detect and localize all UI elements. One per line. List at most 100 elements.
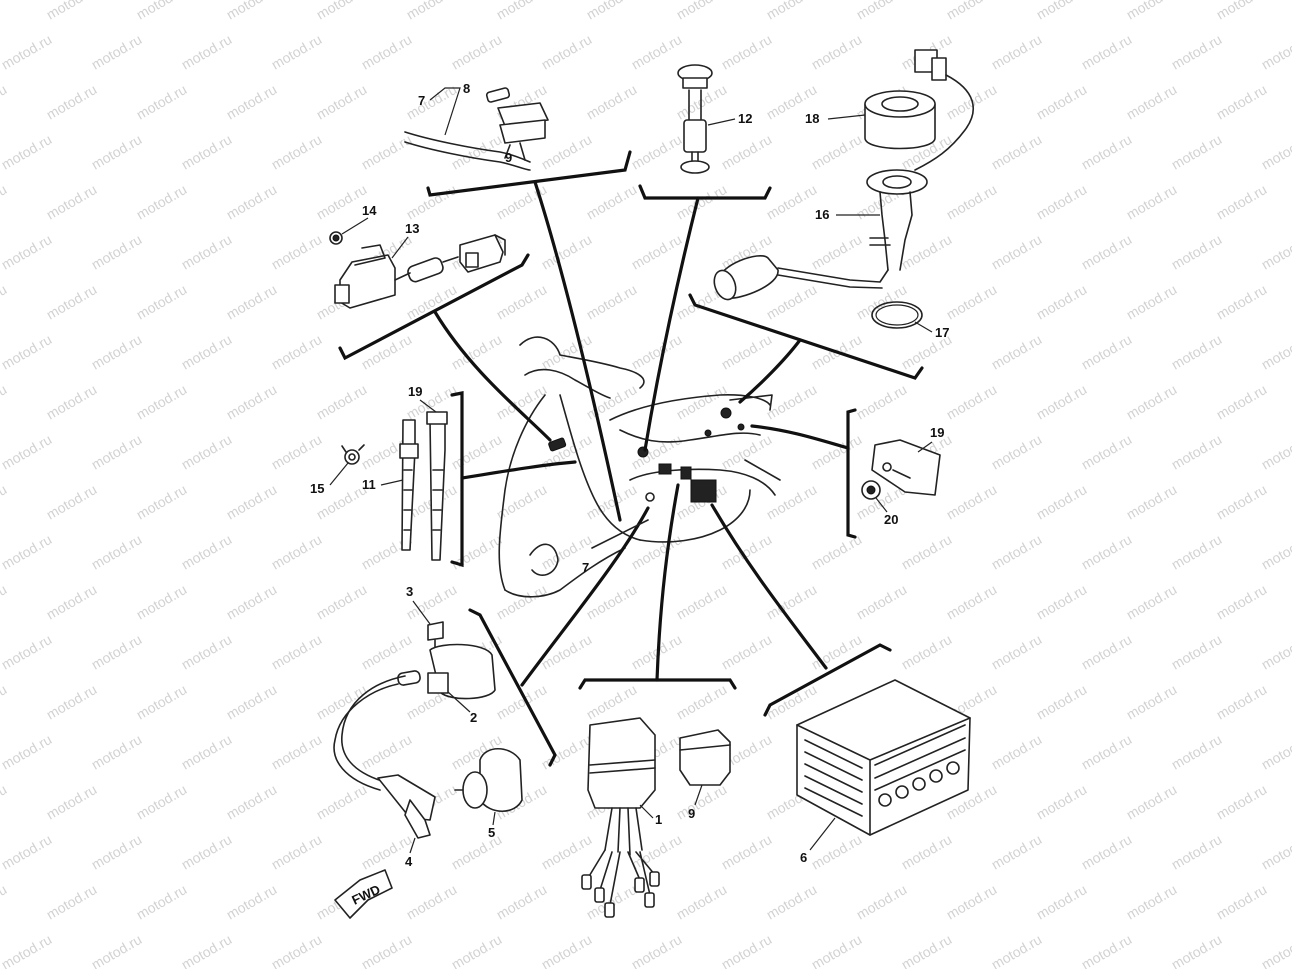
watermark-text: motod.ru [674, 381, 730, 422]
watermark-text: motod.ru [1034, 481, 1090, 522]
watermark-text: motod.ru [134, 581, 190, 622]
watermark-text: motod.ru [1169, 131, 1225, 172]
watermark-text: motod.ru [44, 481, 100, 522]
cdi-unit-part [581, 717, 731, 918]
watermark-text: motod.ru [719, 631, 775, 672]
watermark-text: motod.ru [179, 31, 235, 72]
watermark-text: motod.ru [269, 831, 325, 872]
label-part-19-left: 19 [408, 384, 422, 399]
watermark-text: motod.ru [944, 481, 1000, 522]
watermark-text: motod.ru [44, 281, 100, 322]
watermark-text: motod.ru [809, 31, 865, 72]
watermark-text: motod.ru [1214, 181, 1270, 222]
watermark-text: motod.ru [764, 0, 820, 23]
watermark-text: motod.ru [764, 681, 820, 722]
watermark-text: motod.ru [359, 731, 415, 772]
fuel-gauge-unit-part [713, 49, 974, 329]
watermark-text: motod.ru [224, 681, 280, 722]
watermark-text: motod.ru [0, 481, 9, 522]
watermark-text: motod.ru [1259, 231, 1292, 272]
label-part-11: 11 [362, 477, 376, 492]
watermark-text: motod.ru [449, 931, 505, 969]
wire-harness-part [404, 87, 549, 171]
body-mounting-points [548, 407, 745, 503]
watermark-text: motod.ru [89, 31, 145, 72]
watermark-text: motod.ru [764, 281, 820, 322]
watermark-text: motod.ru [719, 131, 775, 172]
watermark-text: motod.ru [44, 181, 100, 222]
watermark-text: motod.ru [1034, 0, 1090, 23]
watermark-text: motod.ru [1214, 581, 1270, 622]
watermark-text: motod.ru [0, 281, 9, 322]
watermark-text: motod.ru [359, 931, 415, 969]
watermark-text: motod.ru [764, 881, 820, 922]
watermark-text: motod.ru [1079, 931, 1135, 969]
watermark-text: motod.ru [989, 531, 1045, 572]
watermark-text: motod.ru [179, 231, 235, 272]
watermark-text: motod.ru [584, 681, 640, 722]
watermark-text: motod.ru [1169, 231, 1225, 272]
watermark-text: motod.ru [1259, 31, 1292, 72]
watermark-text: motod.ru [1259, 331, 1292, 372]
watermark-text: motod.ru [89, 431, 145, 472]
label-part-5: 5 [488, 825, 495, 840]
watermark-text: motod.ru [674, 681, 730, 722]
leader-lines [433, 180, 850, 687]
watermark-text: motod.ru [0, 181, 9, 222]
watermark-text: motod.ru [89, 731, 145, 772]
watermark-text: motod.ru [0, 81, 9, 122]
watermark-text: motod.ru [1169, 31, 1225, 72]
watermark-text: motod.ru [179, 631, 235, 672]
watermark-text: motod.ru [134, 181, 190, 222]
watermark-text: motod.ru [1214, 0, 1270, 23]
watermark-text: motod.ru [629, 331, 685, 372]
watermark-text: motod.ru [0, 731, 54, 772]
watermark-text: motod.ru [719, 31, 775, 72]
watermark-text: motod.ru [359, 31, 415, 72]
watermark-text: motod.ru [224, 781, 280, 822]
watermark-text: motod.ru [89, 931, 145, 969]
watermark-text: motod.ru [314, 581, 370, 622]
watermark-text: motod.ru [314, 181, 370, 222]
watermark-text: motod.ru [44, 681, 100, 722]
watermark-text: motod.ru [719, 431, 775, 472]
watermark-text: motod.ru [269, 231, 325, 272]
watermark-text: motod.ru [854, 881, 910, 922]
callout-brackets [338, 150, 924, 767]
watermark-text: motod.ru [1214, 481, 1270, 522]
watermark-text: motod.ru [269, 31, 325, 72]
watermark-text: motod.ru [224, 381, 280, 422]
watermark-text: motod.ru [269, 131, 325, 172]
label-part-15: 15 [310, 481, 324, 496]
watermark-text: motod.ru [404, 881, 460, 922]
watermark-text: motod.ru [224, 81, 280, 122]
watermark-text: motod.ru [269, 931, 325, 969]
watermark-text: motod.ru [1079, 631, 1135, 672]
watermark-text: motod.ru [224, 181, 280, 222]
watermark-text: motod.ru [629, 31, 685, 72]
watermark-text: motod.ru [584, 381, 640, 422]
watermark-text: motod.ru [1034, 281, 1090, 322]
watermark-text: motod.ru [1034, 581, 1090, 622]
watermark-text: motod.ru [1214, 381, 1270, 422]
watermark-text: motod.ru [1259, 131, 1292, 172]
watermark-text: motod.ru [179, 731, 235, 772]
watermark-text: motod.ru [1169, 331, 1225, 372]
label-part-9: 9 [505, 150, 512, 165]
watermark-text: motod.ru [179, 531, 235, 572]
watermark-text: motod.ru [1034, 781, 1090, 822]
watermark-text: motod.ru [584, 0, 640, 23]
watermark-text: motod.ru [494, 881, 550, 922]
watermark-text: motod.ru [1169, 731, 1225, 772]
watermark-text: motod.ru [494, 0, 550, 23]
watermark-text: motod.ru [134, 881, 190, 922]
watermark-text: motod.ru [89, 831, 145, 872]
forward-direction-arrow: FWD [334, 869, 393, 919]
watermark-text: motod.ru [944, 0, 1000, 23]
watermark-text: motod.ru [989, 231, 1045, 272]
watermark-text: motod.ru [44, 781, 100, 822]
watermark-text: motod.ru [314, 681, 370, 722]
watermark-text: motod.ru [989, 31, 1045, 72]
watermark-text: motod.ru [1259, 831, 1292, 872]
